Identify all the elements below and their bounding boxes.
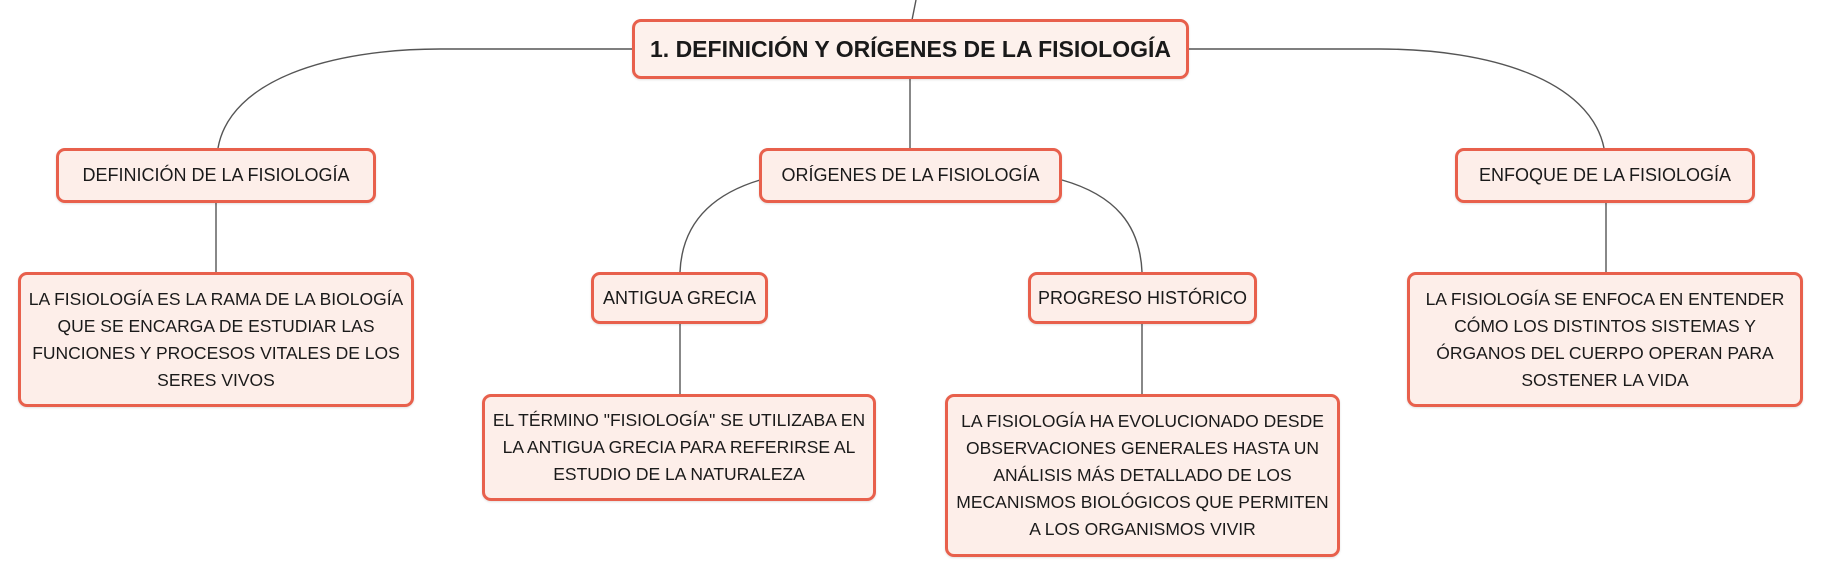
topic-enfoque-detail-text: LA FISIOLOGÍA SE ENFOCA EN ENTENDER CÓMO… (1425, 288, 1785, 390)
connector-incoming (911, 0, 917, 21)
topic-progreso-historico[interactable]: PROGRESO HISTÓRICO (1028, 272, 1257, 324)
topic-progreso-historico-label: PROGRESO HISTÓRICO (1037, 287, 1248, 308)
connector-root-enfoque (1189, 48, 1605, 149)
connector-root-definicion (217, 48, 632, 149)
root-topic[interactable]: 1. DEFINICIÓN Y ORÍGENES DE LA FISIOLOGÍ… (632, 19, 1189, 79)
root-topic-label: 1. DEFINICIÓN Y ORÍGENES DE LA FISIOLOGÍ… (650, 35, 1171, 62)
connector-origenes-progreso (1061, 179, 1143, 273)
topic-antigua-grecia[interactable]: ANTIGUA GRECIA (591, 272, 768, 324)
topic-origenes[interactable]: ORÍGENES DE LA FISIOLOGÍA (759, 148, 1062, 203)
topic-definicion-label: DEFINICIÓN DE LA FISIOLOGÍA (82, 165, 350, 185)
topic-antigua-grecia-detail-text: EL TÉRMINO "FISIOLOGÍA" SE UTILIZABA EN … (492, 410, 866, 484)
topic-enfoque-label: ENFOQUE DE LA FISIOLOGÍA (1478, 165, 1732, 185)
connector-origenes-grecia (679, 179, 761, 273)
topic-definicion-detail[interactable]: LA FISIOLOGÍA ES LA RAMA DE LA BIOLOGÍA … (18, 272, 414, 407)
topic-progreso-historico-detail-text: LA FISIOLOGÍA HA EVOLUCIONADO DESDE OBSE… (956, 411, 1329, 539)
topic-antigua-grecia-label: ANTIGUA GRECIA (602, 287, 757, 308)
topic-definicion[interactable]: DEFINICIÓN DE LA FISIOLOGÍA (56, 148, 376, 203)
topic-antigua-grecia-detail[interactable]: EL TÉRMINO "FISIOLOGÍA" SE UTILIZABA EN … (482, 394, 876, 501)
topic-origenes-label: ORÍGENES DE LA FISIOLOGÍA (781, 165, 1040, 185)
topic-definicion-detail-text: LA FISIOLOGÍA ES LA RAMA DE LA BIOLOGÍA … (28, 288, 404, 390)
topic-progreso-historico-detail[interactable]: LA FISIOLOGÍA HA EVOLUCIONADO DESDE OBSE… (945, 394, 1340, 557)
topic-enfoque[interactable]: ENFOQUE DE LA FISIOLOGÍA (1455, 148, 1755, 203)
topic-enfoque-detail[interactable]: LA FISIOLOGÍA SE ENFOCA EN ENTENDER CÓMO… (1407, 272, 1803, 407)
